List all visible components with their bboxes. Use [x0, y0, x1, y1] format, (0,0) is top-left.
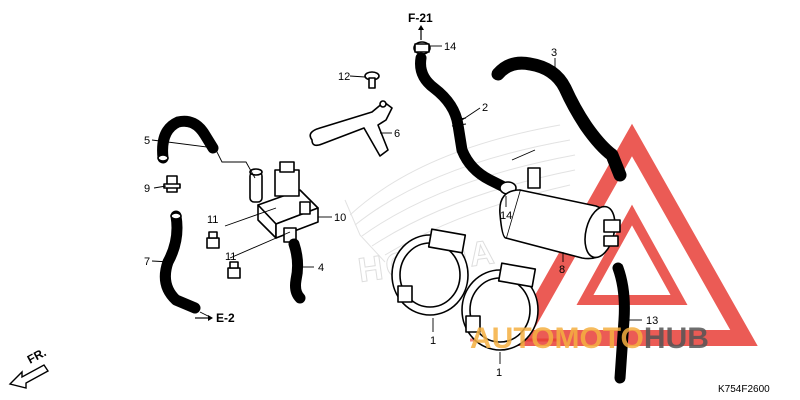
ref-e2-arrow — [195, 315, 213, 321]
bracket-part-6 — [309, 100, 393, 157]
callout-11-upper: 11 — [207, 214, 218, 226]
hose-part-3 — [491, 56, 627, 182]
front-direction-label: FR. — [25, 345, 49, 366]
ref-f21-label: F-21 — [408, 11, 433, 25]
callout-8: 8 — [559, 264, 565, 276]
callout-2: 2 — [482, 102, 488, 114]
callout-7: 7 — [144, 256, 150, 268]
hose-part-13 — [612, 262, 630, 384]
watermark-automoto: AUTOMOTO — [470, 322, 644, 355]
hose-part-7 — [159, 210, 201, 314]
callout-1-lower: 1 — [496, 367, 502, 379]
callout-14-upper: 14 — [444, 41, 456, 53]
callout-1-upper: 1 — [430, 335, 436, 347]
ref-e2-label: E-2 — [216, 311, 235, 325]
canister-part-8 — [499, 167, 621, 260]
callout-9: 9 — [144, 183, 150, 195]
hose-part-2 — [415, 52, 508, 192]
hose-part-4 — [288, 238, 306, 304]
watermark-hub: HUB — [644, 322, 709, 355]
callout-12: 12 — [338, 71, 350, 83]
callout-11-lower: 11 — [225, 251, 236, 263]
clamp-band-part-1-upper — [391, 228, 469, 316]
watermark-text: AUTOMOTOHUB — [470, 322, 709, 355]
callout-5: 5 — [144, 135, 150, 147]
diagram-code: K754F2600 — [718, 384, 770, 395]
leader-lines — [151, 45, 642, 364]
hose-part-5 — [157, 115, 219, 164]
callout-10: 10 — [334, 212, 346, 224]
clip-part-14-upper — [413, 41, 431, 55]
front-direction-arrow — [8, 364, 50, 389]
callout-4: 4 — [318, 262, 324, 274]
clamp-band-part-1-lower — [461, 262, 539, 351]
callout-3: 3 — [551, 47, 557, 59]
callout-13: 13 — [646, 315, 658, 327]
solenoid-valve-part-10 — [249, 161, 319, 243]
fitting-part-9 — [163, 175, 181, 193]
bolt-part-11-lower — [227, 261, 241, 279]
bolt-part-12 — [364, 71, 380, 89]
callout-6: 6 — [394, 128, 400, 140]
callout-14-lower: 14 — [500, 210, 512, 222]
ref-f21-arrow — [418, 25, 424, 40]
bolt-part-11-upper — [206, 231, 220, 249]
